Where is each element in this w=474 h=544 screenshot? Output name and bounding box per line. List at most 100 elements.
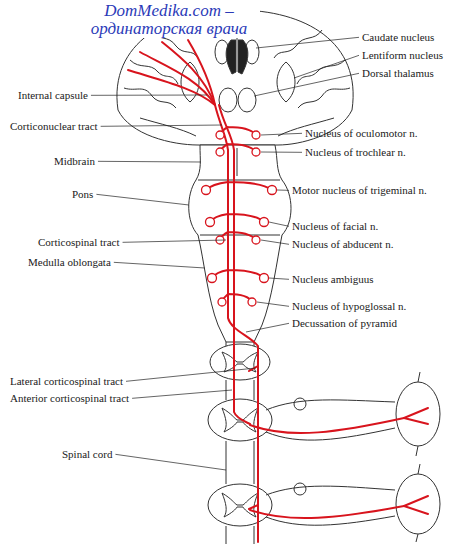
pyramidal-tract xyxy=(128,70,215,105)
pyramidal-tract xyxy=(222,294,252,302)
brain-section xyxy=(140,118,196,136)
pyramidal-tract xyxy=(128,40,428,542)
pyramidal-tract xyxy=(404,408,428,424)
brain-section xyxy=(274,30,322,58)
brain-section xyxy=(277,62,295,102)
motor-nucleus xyxy=(202,131,277,306)
pyramidal-tract xyxy=(215,105,258,542)
motor-nucleus xyxy=(216,131,224,139)
leader-line xyxy=(115,454,226,470)
motor-nucleus xyxy=(252,131,260,139)
leader-line xyxy=(96,194,189,205)
nerve-root xyxy=(266,428,395,440)
motor-nucleus xyxy=(252,148,260,156)
leader-line xyxy=(114,262,205,268)
leader-line xyxy=(277,190,289,191)
nerve-root xyxy=(266,398,395,525)
muscle xyxy=(396,372,440,542)
structure-label: Corticonuclear tract xyxy=(10,120,98,133)
brainstem-outline xyxy=(189,145,291,342)
motor-nucleus xyxy=(248,298,256,306)
spinal-cord xyxy=(208,484,272,526)
pyramidal-tract xyxy=(249,505,258,509)
leader-line xyxy=(269,222,289,226)
spinal-cord xyxy=(226,441,254,484)
leader-line xyxy=(246,323,289,332)
structure-label: Motor nucleus of trigeminal n. xyxy=(292,184,427,197)
brain-section xyxy=(297,60,345,84)
structure-label: Nucleus of facial n. xyxy=(292,220,378,233)
leader-line xyxy=(261,152,302,153)
nerve-root xyxy=(294,483,306,495)
brain-section xyxy=(238,40,248,74)
brainstem-outline xyxy=(237,148,238,176)
pyramidal-tract xyxy=(220,232,256,240)
pyramidal-tract xyxy=(162,42,215,105)
structure-label: Medulla oblongata xyxy=(28,256,111,269)
muscle xyxy=(396,382,440,446)
leader-line xyxy=(123,240,226,242)
pyramidal-tract xyxy=(210,214,264,222)
motor-nucleus xyxy=(218,298,226,306)
motor-nucleus xyxy=(252,236,260,244)
pyramidal-tract xyxy=(220,144,256,152)
motor-nucleus xyxy=(208,274,217,283)
spinal-cord xyxy=(222,408,258,432)
structure-label: Lateral corticospinal tract xyxy=(10,375,123,388)
structure-label: Nucleus of trochlear n. xyxy=(305,146,406,159)
brainstem-outline xyxy=(200,235,280,236)
leader-line xyxy=(256,37,359,48)
structure-label: Spinal cord xyxy=(62,448,112,461)
pyramidal-tract xyxy=(250,506,404,518)
pyramidal-tract xyxy=(140,52,215,105)
leader-line xyxy=(257,302,289,306)
spinal-cord xyxy=(222,493,258,517)
motor-nucleus xyxy=(206,218,215,227)
structure-label: Pons xyxy=(72,188,93,201)
structure-label: Nucleus ambiguus xyxy=(292,273,374,286)
structure-label: Corticospinal tract xyxy=(38,236,120,249)
structure-label: Decussation of pyramid xyxy=(292,317,397,330)
pyramidal-tract xyxy=(212,270,264,278)
nerve-root xyxy=(266,486,395,495)
structure-label: Caudate nucleus xyxy=(362,31,434,44)
brain-section xyxy=(298,88,350,108)
nerve-root xyxy=(294,398,306,410)
structure-label: Lentiform nucleus xyxy=(362,49,443,62)
watermark: DomMedika.com – ординаторская врача xyxy=(78,2,260,38)
spinal-cord xyxy=(222,352,258,372)
structure-label: Midbrain xyxy=(54,155,95,168)
leader-line xyxy=(254,73,359,96)
spinal-cord xyxy=(222,493,258,517)
structure-label: Dorsal thalamus xyxy=(362,67,434,80)
structure-label: Nucleus of oculomotor n. xyxy=(305,127,417,140)
nerve-root xyxy=(266,400,395,410)
structure-label: Nucleus of abducent n. xyxy=(292,238,393,251)
leader-line xyxy=(269,278,289,279)
spinal-cord xyxy=(226,526,254,544)
leader-line xyxy=(101,125,222,126)
muscle xyxy=(416,372,420,542)
leader-line xyxy=(126,368,256,381)
pyramidal-tract xyxy=(404,496,428,514)
spinal-cord xyxy=(210,344,270,380)
brain-section xyxy=(124,88,176,108)
leader-line xyxy=(91,95,207,96)
motor-nucleus xyxy=(260,274,269,283)
structure-label: Internal capsule xyxy=(18,89,88,102)
leader-line xyxy=(132,390,232,398)
spinal-cord xyxy=(208,399,272,441)
leader-line xyxy=(294,55,359,78)
brainstem-outline xyxy=(189,145,291,342)
spinal-cord xyxy=(222,352,258,372)
brain-section xyxy=(226,40,236,74)
pyramidal-tract xyxy=(206,182,272,190)
spinal-cord xyxy=(222,408,258,432)
leader-line xyxy=(261,240,289,244)
motor-nucleus xyxy=(268,186,277,195)
brainstem-outline xyxy=(198,180,280,181)
structure-label: Nucleus of hypoglossal n. xyxy=(292,300,406,313)
